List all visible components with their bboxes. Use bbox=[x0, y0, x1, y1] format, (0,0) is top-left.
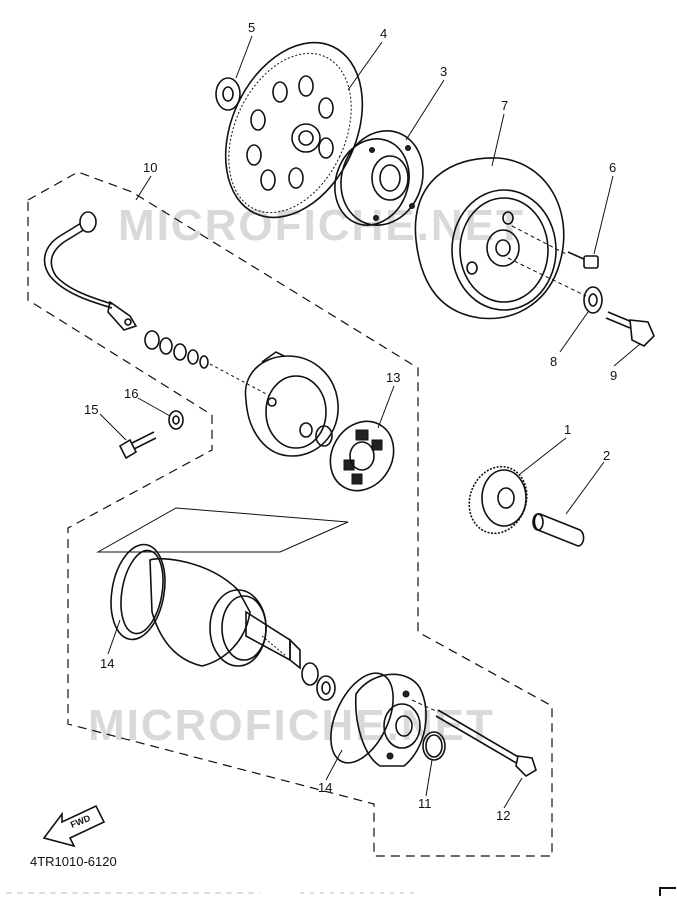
starter-wheel-gear-part-4 bbox=[224, 41, 364, 219]
label-part-15: 15 bbox=[84, 402, 98, 417]
label-part-16: 16 bbox=[124, 386, 138, 401]
watermark-bottom: MICROFICHE.NET bbox=[88, 701, 495, 750]
label-part-7: 7 bbox=[501, 98, 508, 113]
washer-part-8 bbox=[507, 257, 603, 314]
starter-motor-assembly bbox=[96, 507, 349, 670]
label-part-13: 13 bbox=[386, 370, 400, 385]
washer-part-16 bbox=[168, 410, 184, 430]
bottom-margin-marks bbox=[6, 887, 676, 896]
leader-lines bbox=[99, 35, 641, 809]
starter-clutch-part-3 bbox=[334, 130, 424, 226]
idler-gear-part-1 bbox=[468, 465, 528, 535]
label-part-8: 8 bbox=[550, 354, 557, 369]
label-part-10: 10 bbox=[143, 160, 157, 175]
label-part-1: 1 bbox=[564, 422, 571, 437]
label-part-5: 5 bbox=[248, 20, 255, 35]
label-part-11: 11 bbox=[418, 796, 432, 811]
through-bolt-part-12 bbox=[411, 699, 537, 778]
brush-holder-part-13 bbox=[329, 420, 395, 492]
o-ring-part-11 bbox=[422, 731, 446, 761]
flange-bolt-part-9 bbox=[605, 311, 655, 347]
label-part-14-left: 14 bbox=[100, 656, 114, 671]
starter-end-cover bbox=[244, 351, 339, 457]
label-part-14-right: 14 bbox=[318, 780, 332, 795]
rotor-part-7 bbox=[414, 157, 565, 320]
watermark-top: MICROFICHE.NET bbox=[118, 201, 525, 250]
screw-part-15 bbox=[118, 431, 157, 460]
label-part-4: 4 bbox=[380, 26, 387, 41]
label-part-9: 9 bbox=[610, 368, 617, 383]
forward-arrow-icon: FWD bbox=[42, 804, 106, 848]
group-outline-upper bbox=[27, 171, 553, 857]
label-part-2: 2 bbox=[603, 448, 610, 463]
starter-front-cover bbox=[330, 672, 427, 767]
label-part-6: 6 bbox=[609, 160, 616, 175]
shaft-part-2 bbox=[532, 513, 585, 547]
shaft-rings bbox=[301, 662, 336, 701]
starter-cable-part-10 bbox=[43, 211, 138, 331]
diagram-code: 4TR1010-6120 bbox=[30, 854, 117, 869]
bolt-part-6 bbox=[511, 225, 599, 269]
washer-part-5 bbox=[215, 77, 241, 111]
nut-washer-stack bbox=[144, 330, 271, 397]
label-part-3: 3 bbox=[440, 64, 447, 79]
label-part-12: 12 bbox=[496, 808, 510, 823]
